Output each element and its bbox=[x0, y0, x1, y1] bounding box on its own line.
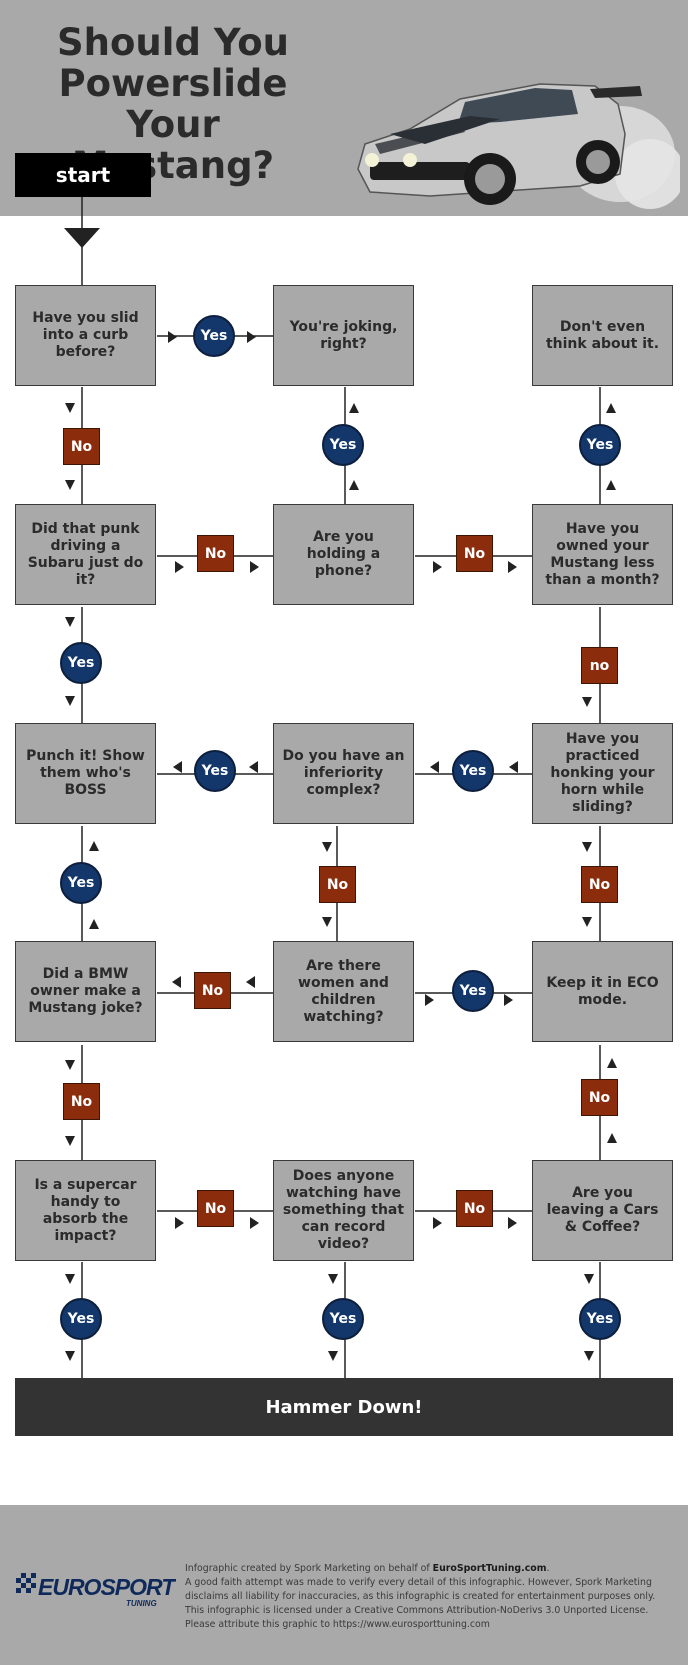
footer-credits: Infographic created by Spork Marketing o… bbox=[185, 1562, 665, 1632]
no-badge: No bbox=[456, 1190, 493, 1227]
yes-badge: Yes bbox=[194, 750, 236, 792]
yes-badge: Yes bbox=[579, 424, 621, 466]
yes-badge: Yes bbox=[322, 1298, 364, 1340]
header: Should You Powerslide Your Mustang? star… bbox=[0, 0, 688, 216]
question-subaru-punk: Did that punk driving a Subaru just do i… bbox=[15, 504, 156, 605]
result-youre-joking: You're joking, right? bbox=[273, 285, 414, 386]
question-bmw-joke: Did a BMW owner make a Mustang joke? bbox=[15, 941, 156, 1042]
no-badge: No bbox=[581, 866, 618, 903]
question-inferiority-complex: Do you have an inferiority complex? bbox=[273, 723, 414, 824]
question-owned-less-than-month: Have you owned your Mustang less than a … bbox=[532, 504, 673, 605]
question-record-video: Does anyone watching have something that… bbox=[273, 1160, 414, 1261]
yes-badge: Yes bbox=[60, 642, 102, 684]
yes-badge: Yes bbox=[60, 862, 102, 904]
credit-site-link[interactable]: EuroSportTuning.com bbox=[432, 1563, 547, 1574]
question-slid-into-curb: Have you slid into a curb before? bbox=[15, 285, 156, 386]
no-badge: No bbox=[197, 535, 234, 572]
question-practiced-honking: Have you practiced honking your horn whi… bbox=[532, 723, 673, 824]
hammer-down-banner: Hammer Down! bbox=[15, 1378, 673, 1436]
credit-suffix: . bbox=[546, 1563, 550, 1574]
question-cars-and-coffee: Are you leaving a Cars & Coffee? bbox=[532, 1160, 673, 1261]
no-badge: No bbox=[197, 1190, 234, 1227]
disclaimer-text: A good faith attempt was made to verify … bbox=[185, 1577, 656, 1630]
no-badge: No bbox=[63, 428, 100, 465]
no-badge: No bbox=[581, 1079, 618, 1116]
yes-badge: Yes bbox=[452, 750, 494, 792]
no-badge: No bbox=[194, 972, 231, 1009]
yes-badge: Yes bbox=[60, 1298, 102, 1340]
yes-badge: Yes bbox=[322, 424, 364, 466]
logo-sub-text: TUNING bbox=[126, 1599, 157, 1608]
page-title: Should You Powerslide Your Mustang? bbox=[57, 21, 289, 187]
yes-badge: Yes bbox=[193, 315, 235, 357]
question-holding-phone: Are you holding a phone? bbox=[273, 504, 414, 605]
credit-prefix: Infographic created by Spork Marketing o… bbox=[185, 1563, 433, 1574]
footer: EUROSPORT TUNING Infographic created by … bbox=[0, 1505, 688, 1665]
no-badge: No bbox=[319, 866, 356, 903]
result-eco-mode: Keep it in ECO mode. bbox=[532, 941, 673, 1042]
start-node: start bbox=[15, 153, 151, 197]
mustang-car-image bbox=[357, 83, 680, 209]
question-women-children-watching: Are there women and children watching? bbox=[273, 941, 414, 1042]
eurosport-tuning-logo: EUROSPORT TUNING bbox=[16, 1573, 176, 1608]
result-punch-it: Punch it! Show them who's BOSS bbox=[15, 723, 156, 824]
no-badge: No bbox=[63, 1083, 100, 1120]
question-supercar-handy: Is a supercar handy to absorb the impact… bbox=[15, 1160, 156, 1261]
yes-badge: Yes bbox=[579, 1298, 621, 1340]
result-dont-even-think: Don't even think about it. bbox=[532, 285, 673, 386]
logo-main-text: EUROSPORT bbox=[38, 1574, 176, 1600]
no-badge: No bbox=[456, 535, 493, 572]
yes-badge: Yes bbox=[452, 970, 494, 1012]
flow-connectors bbox=[64, 197, 617, 1378]
no-badge-lowercase: no bbox=[581, 647, 618, 684]
